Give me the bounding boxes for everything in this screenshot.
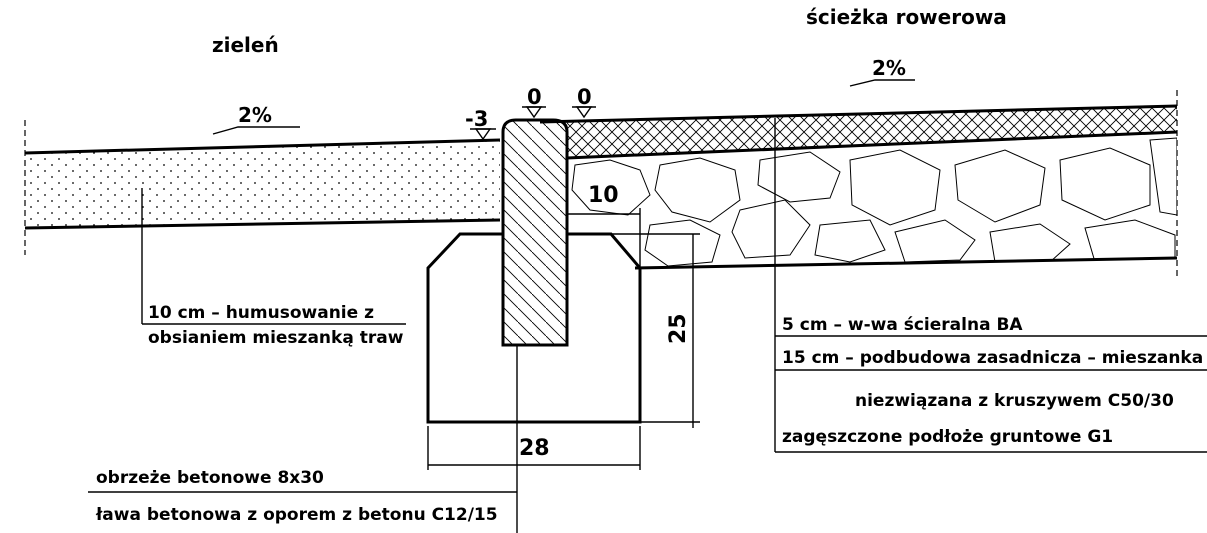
slope-indicator-right: 2% <box>849 56 915 87</box>
dimension-10-label: 10 <box>588 183 619 208</box>
humus-label-line2: obsianiem mieszanką traw <box>148 328 404 348</box>
elevation-zero-label-kerb: 0 <box>527 85 542 109</box>
layer-wearing-course-label: 5 cm – w-wa ścieralna BA <box>782 315 1023 335</box>
slope-indicator-left: 2% <box>212 103 300 135</box>
bench-label: ława betonowa z oporem z betonu C12/15 <box>95 505 498 525</box>
layers-leader <box>774 118 1207 453</box>
dimension-25 <box>567 233 700 428</box>
humus-layer <box>24 120 501 255</box>
humus-leader <box>141 188 406 325</box>
elevation-markers <box>470 106 596 141</box>
elevation-zero-label-path: 0 <box>577 85 592 109</box>
concrete-edging <box>501 118 569 347</box>
bike-path-title: ścieżka rowerowa <box>806 5 1007 29</box>
humus-label-line1: 10 cm – humusowanie z <box>148 303 374 323</box>
dimension-28-label: 28 <box>519 436 550 461</box>
dimension-28 <box>427 426 641 470</box>
concrete-footing <box>426 232 642 424</box>
layer-subgrade-label: zagęszczone podłoże gruntowe G1 <box>782 427 1113 447</box>
layer-base-course-label: 15 cm – podbudowa zasadnicza – mieszanka <box>782 348 1203 368</box>
elevation-minus3-label: -3 <box>465 107 488 131</box>
green-area-title: zieleń <box>212 33 279 57</box>
asphalt-layer <box>539 90 1178 278</box>
dimension-25-label: 25 <box>666 313 691 344</box>
edging-label: obrzeże betonowe 8x30 <box>96 468 324 488</box>
layer-aggregate-label: niezwiązana z kruszywem C50/30 <box>855 391 1174 411</box>
edging-leader <box>88 345 518 533</box>
slope-right-label: 2% <box>872 56 906 80</box>
aggregate-base-layer <box>571 137 1178 270</box>
dimension-10 <box>566 208 641 270</box>
slope-left-label: 2% <box>238 103 272 127</box>
